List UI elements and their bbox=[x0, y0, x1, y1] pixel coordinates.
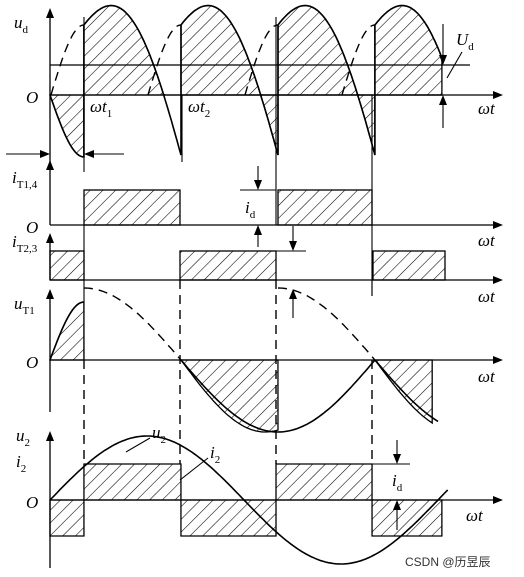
i2-curve-label: i2 bbox=[210, 443, 220, 466]
it23-pulse bbox=[372, 250, 446, 281]
ut1-waveform bbox=[49, 301, 439, 433]
ud-positive-region bbox=[374, 4, 443, 96]
ud-axis-label: ud bbox=[14, 13, 29, 36]
it14-pulse bbox=[277, 189, 373, 226]
ut1-peak-arrow bbox=[289, 289, 297, 299]
watermark: CSDN @历昱辰 bbox=[405, 555, 491, 569]
ud-positive-region bbox=[277, 4, 375, 96]
it23-pulse bbox=[49, 250, 85, 281]
id-arrow-down bbox=[254, 180, 262, 190]
it14-value-axis-arrow bbox=[46, 160, 54, 170]
i2-axis-label: i2 bbox=[16, 452, 26, 475]
overlap-arrow-left bbox=[40, 150, 50, 158]
panel-thyristor-currents: iT1,4 O id iT2,3 ωt ωt bbox=[12, 160, 503, 306]
it14-pulse bbox=[83, 189, 181, 226]
ud-positive-region bbox=[83, 4, 181, 96]
u2-leader bbox=[125, 437, 151, 453]
it23-value-axis-arrow bbox=[46, 233, 54, 243]
u2-axis-label: u2 bbox=[16, 426, 30, 449]
ut1-value-axis-arrow bbox=[46, 289, 54, 299]
i2-id-arrow-down bbox=[393, 454, 401, 464]
it14-time-label: ωt bbox=[478, 231, 496, 250]
ud-axis-arrow bbox=[493, 91, 503, 99]
ut1-hatch-region bbox=[49, 301, 85, 361]
it23-arrow bbox=[289, 241, 297, 251]
ut1-label: uT1 bbox=[14, 294, 35, 317]
panel-ut1: uT1 O ωt bbox=[14, 225, 503, 433]
ut1-hatch-region bbox=[180, 359, 279, 433]
it14-label: iT1,4 bbox=[12, 168, 38, 191]
i2-id-label: id bbox=[392, 471, 403, 494]
it23-time-label: ωt bbox=[478, 287, 496, 306]
it23-label: iT2,3 bbox=[12, 232, 38, 255]
ud-waveform bbox=[49, 4, 443, 158]
it23-pulse bbox=[179, 250, 277, 281]
ud-average-label: Ud bbox=[456, 30, 474, 53]
ud-value-axis-arrow bbox=[46, 8, 54, 18]
ud-time-label: ωt bbox=[478, 99, 496, 118]
ud-hatch-regions bbox=[49, 4, 443, 158]
u2-curve-label: u2 bbox=[152, 423, 166, 446]
id-label: id bbox=[245, 198, 256, 221]
i2-leader bbox=[179, 457, 209, 481]
ud-dimension-arrow-top bbox=[439, 55, 447, 65]
u2-axis-arrow bbox=[493, 496, 503, 504]
wt1-label: ωt1 bbox=[90, 97, 112, 120]
it14-origin-label: O bbox=[26, 218, 38, 237]
i2-id-arrow-up bbox=[393, 500, 401, 510]
ud-dimension-arrow-bottom bbox=[439, 95, 447, 105]
id-arrow-up bbox=[254, 225, 262, 235]
ud-positive-region bbox=[180, 4, 278, 96]
overlap-arrow-right bbox=[84, 150, 94, 158]
it23-axis-arrow bbox=[493, 276, 503, 284]
ut1-origin-label: O bbox=[26, 353, 38, 372]
ut1-axis-arrow bbox=[493, 356, 503, 364]
ud-origin-label: O bbox=[26, 88, 38, 107]
panel-u2-i2: u2 i2 u2 i2 id O ωt bbox=[16, 280, 503, 568]
u2-time-label: ωt bbox=[466, 506, 484, 525]
ud-negative-region bbox=[49, 94, 85, 158]
panel-ud: ud Ud O ωt1 ωt2 ωt bbox=[6, 4, 503, 296]
u2-waveform bbox=[49, 435, 449, 565]
ut1-time-label: ωt bbox=[478, 367, 496, 386]
ud-dashed-sine bbox=[50, 24, 376, 96]
u2-origin-label: O bbox=[26, 493, 38, 512]
ud-leader-line bbox=[446, 51, 463, 79]
it14-axis-arrow bbox=[493, 221, 503, 229]
u2-value-axis-arrow bbox=[46, 431, 54, 441]
ut1-dashed-sine bbox=[83, 287, 376, 361]
wt2-label: ωt2 bbox=[188, 97, 210, 120]
